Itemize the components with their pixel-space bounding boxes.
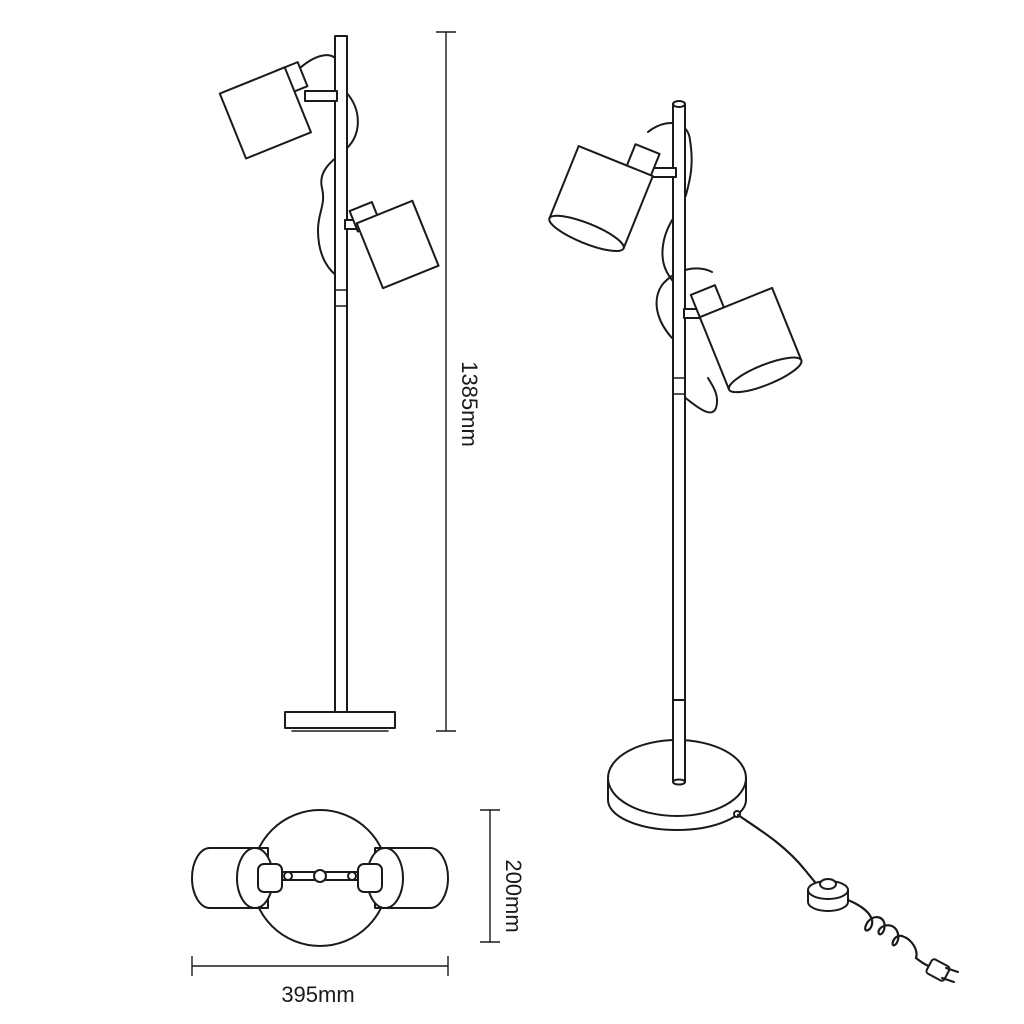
front-base [284, 711, 396, 729]
perspective-pole-cap [672, 100, 686, 108]
front-lower-shade [348, 199, 440, 290]
top-view-pole [313, 869, 327, 883]
power-plug [925, 958, 959, 983]
depth-dimension: 200mm [480, 809, 526, 943]
perspective-pole-foot-ring [672, 778, 686, 786]
front-upper-shade [218, 61, 312, 160]
width-dimension: 395mm [191, 956, 449, 1007]
depth-label: 200mm [501, 859, 526, 932]
front-upper-shade-body [218, 66, 312, 160]
front-cable [299, 54, 359, 279]
front-upper-bracket [304, 90, 338, 102]
power-cable [736, 813, 828, 892]
front-lower-shade-body [355, 199, 440, 290]
perspective-view [548, 100, 959, 983]
plug-prong-2 [941, 977, 955, 983]
width-label: 395mm [281, 982, 354, 1007]
perspective-lower-shade [689, 284, 803, 394]
perspective-upper-shade-rim [548, 214, 625, 252]
foot-switch [807, 878, 849, 912]
perspective-upper-shade [548, 143, 661, 252]
perspective-lower-shade-rim [727, 356, 803, 394]
foot-switch-button [819, 878, 837, 890]
height-dimension: 1385mm [436, 31, 482, 732]
perspective-pole [672, 103, 686, 781]
plug-body [925, 958, 951, 982]
front-pole [334, 35, 348, 715]
plug-prong-1 [945, 967, 959, 973]
perspective-pole-foot [672, 699, 686, 783]
top-view [191, 809, 449, 947]
top-view-right-joint [347, 871, 357, 881]
height-label: 1385mm [457, 361, 482, 447]
top-view-left-socket [257, 863, 283, 893]
coiled-cable [846, 898, 940, 970]
front-view [218, 35, 440, 732]
top-view-left-joint [283, 871, 293, 881]
top-view-right-socket [357, 863, 383, 893]
